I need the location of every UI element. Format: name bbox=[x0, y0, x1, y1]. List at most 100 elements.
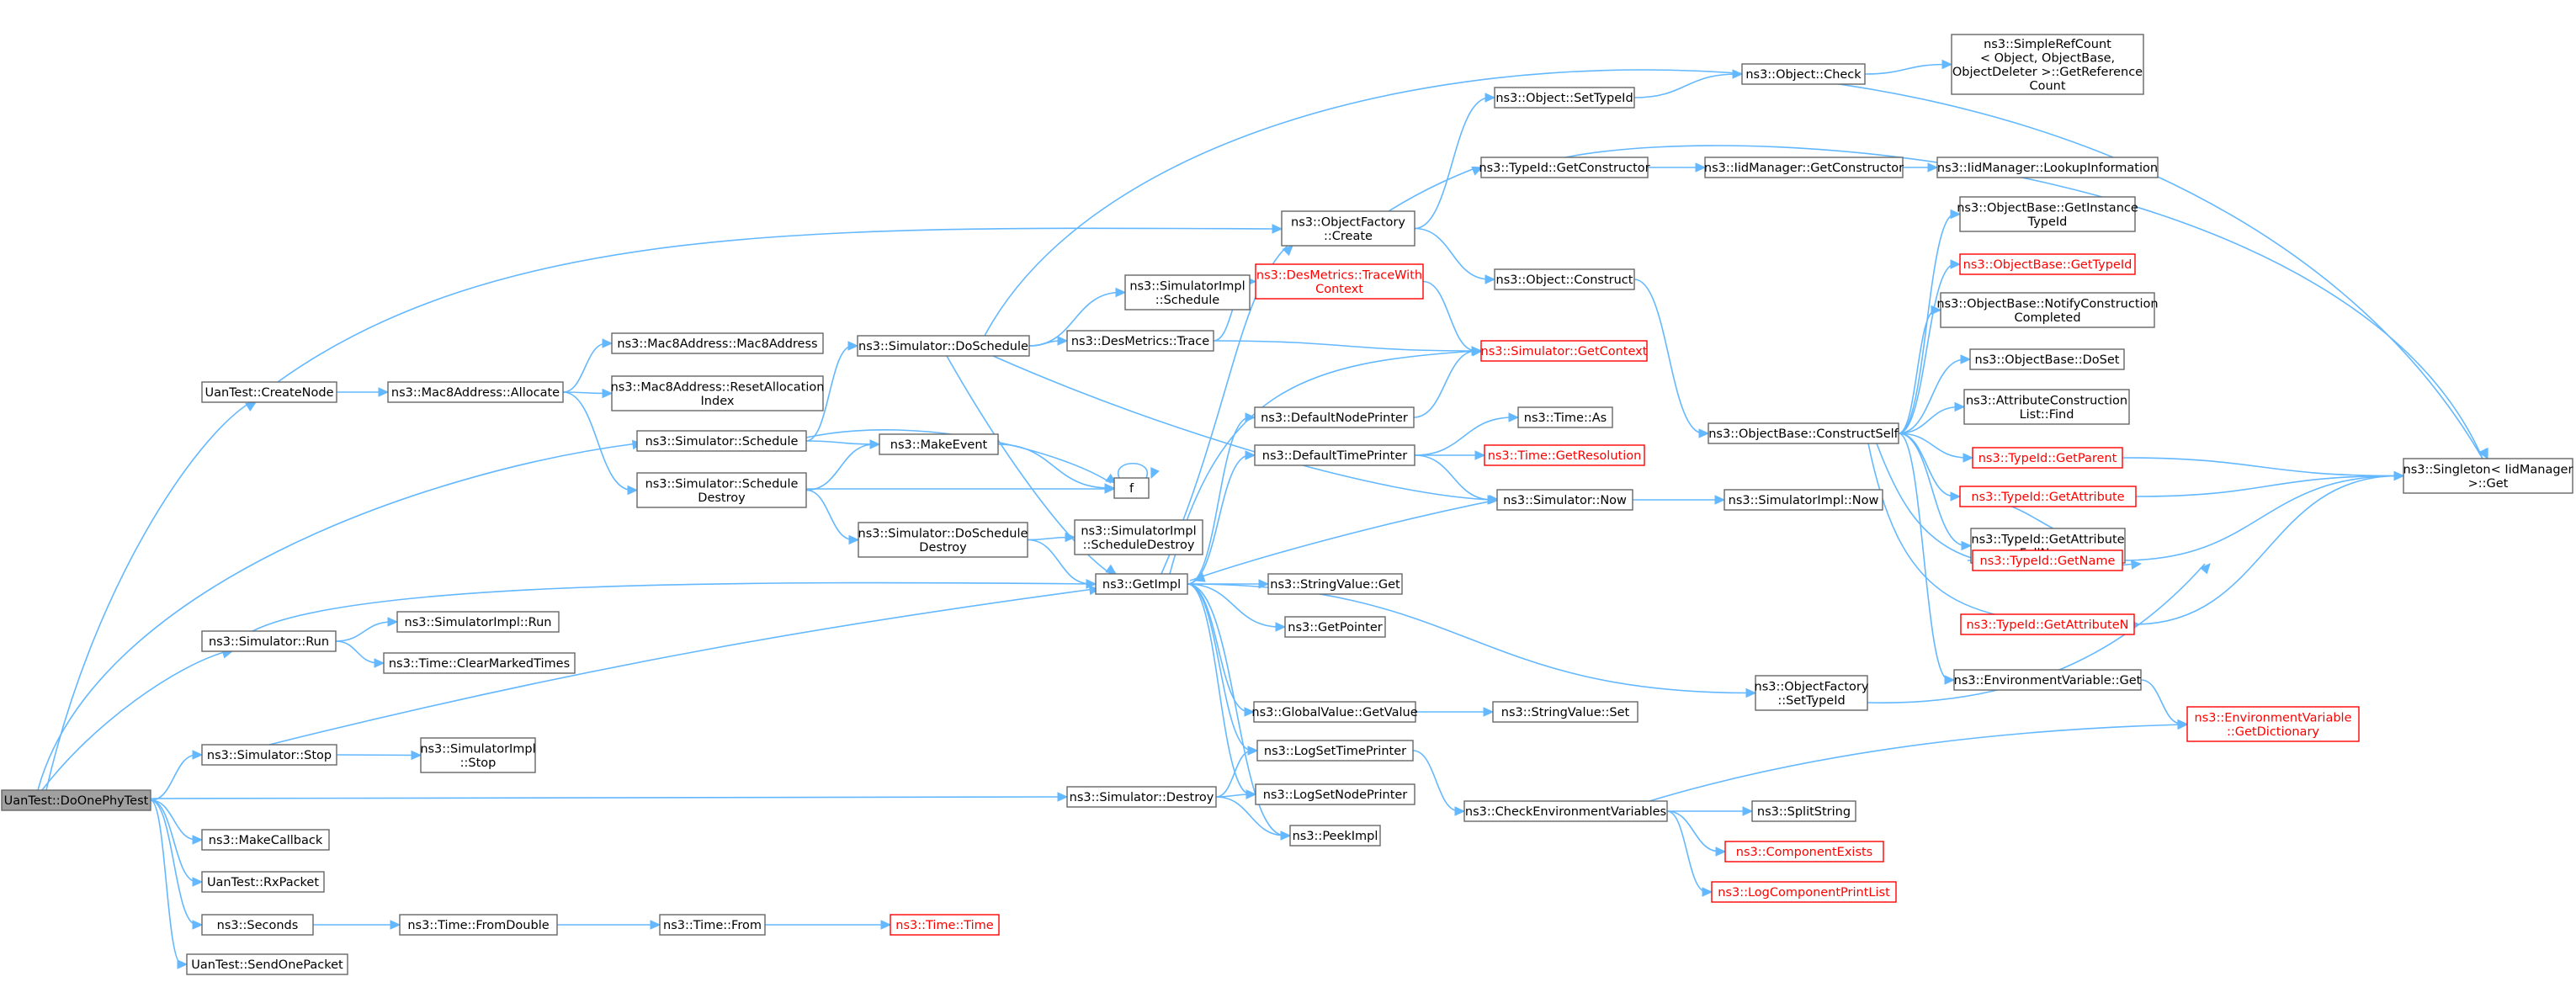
node-label: ns3::Object::Check bbox=[1745, 68, 1862, 82]
function-node-logCompPrintList[interactable]: ns3::LogComponentPrintList bbox=[1711, 881, 1897, 903]
arrowhead bbox=[411, 750, 422, 761]
function-node-objConstruct[interactable]: ns3::Object::Construct bbox=[1494, 268, 1635, 290]
edge-line bbox=[984, 69, 2483, 459]
function-node-simStop[interactable]: ns3::Simulator::Stop bbox=[201, 744, 337, 766]
call-edge-root-to-makeCallback bbox=[150, 799, 204, 845]
function-node-simScheduleDestroy[interactable]: ns3::Simulator::ScheduleDestroy bbox=[636, 472, 807, 508]
function-node-iidLookup[interactable]: ns3::IidManager::LookupInformation bbox=[1936, 157, 2159, 178]
function-node-splitString[interactable]: ns3::SplitString bbox=[1751, 800, 1856, 822]
function-node-objFactoryCreate[interactable]: ns3::ObjectFactory::Create bbox=[1281, 210, 1415, 247]
arrowhead bbox=[1950, 209, 1962, 220]
call-edge-root-to-rxPacket bbox=[150, 799, 204, 887]
function-node-logSetTime[interactable]: ns3::LogSetTimePrinter bbox=[1256, 740, 1414, 762]
function-node-simDoSchedule[interactable]: ns3::Simulator::DoSchedule bbox=[857, 335, 1030, 357]
function-node-objFactorySetTypeId[interactable]: ns3::ObjectFactory::SetTypeId bbox=[1755, 675, 1869, 711]
node-box bbox=[1704, 157, 1904, 178]
arrowhead bbox=[378, 387, 390, 397]
arrowhead bbox=[880, 920, 892, 930]
function-node-f[interactable]: f bbox=[1113, 477, 1150, 499]
call-edge-simDoSchedule-to-singletonGet bbox=[984, 69, 2488, 460]
function-node-typeIdGetCtor[interactable]: ns3::TypeId::GetConstructor bbox=[1479, 157, 1650, 178]
function-node-getPointer[interactable]: ns3::GetPointer bbox=[1284, 616, 1386, 638]
function-node-stringValueSet[interactable]: ns3::StringValue::Set bbox=[1492, 701, 1639, 723]
function-node-simImplNow[interactable]: ns3::SimulatorImpl::Now bbox=[1724, 489, 1883, 511]
call-edge-getImpl-to-objFactorySetTypeId bbox=[1187, 583, 1757, 698]
function-node-mac8Allocate[interactable]: ns3::Mac8Address::Allocate bbox=[387, 381, 564, 403]
function-node-objBaseDoSet[interactable]: ns3::ObjectBase::DoSet bbox=[1969, 348, 2125, 370]
call-edge-simDoSchedule-to-getImpl bbox=[946, 355, 1117, 575]
function-node-timeTime[interactable]: ns3::Time::Time bbox=[890, 914, 1000, 936]
function-node-makeCallback[interactable]: ns3::MakeCallback bbox=[201, 829, 330, 851]
edge-line bbox=[335, 640, 380, 664]
node-label: ns3::Time::As bbox=[1524, 411, 1607, 425]
function-node-timeFrom[interactable]: ns3::Time::From bbox=[659, 914, 766, 936]
function-node-fromDouble[interactable]: ns3::Time::FromDouble bbox=[399, 914, 558, 936]
function-node-objBaseGetTid[interactable]: ns3::ObjectBase::GetTypeId bbox=[1959, 253, 2136, 275]
function-node-objBaseNotify[interactable]: ns3::ObjectBase::NotifyConstructionCompl… bbox=[1936, 292, 2159, 328]
function-node-envVarGet[interactable]: ns3::EnvironmentVariable::Get bbox=[1953, 669, 2142, 691]
function-node-peekImpl[interactable]: ns3::PeekImpl bbox=[1289, 825, 1381, 847]
function-node-simpleRefCount[interactable]: ns3::SimpleRefCount< Object, ObjectBase,… bbox=[1951, 34, 2144, 95]
node-label: ns3::SimulatorImpl::Now bbox=[1729, 494, 1879, 507]
function-node-typeIdGetParent[interactable]: ns3::TypeId::GetParent bbox=[1972, 447, 2123, 469]
function-node-simNow[interactable]: ns3::Simulator::Now bbox=[1496, 489, 1633, 511]
function-node-timeAs[interactable]: ns3::Time::As bbox=[1517, 406, 1613, 428]
function-node-simRun[interactable]: ns3::Simulator::Run bbox=[201, 630, 337, 652]
function-node-sendOnePacket[interactable]: UanTest::SendOnePacket bbox=[186, 953, 348, 975]
function-node-componentExists[interactable]: ns3::ComponentExists bbox=[1724, 841, 1884, 863]
function-node-simImplSchedDestroy[interactable]: ns3::SimulatorImpl::ScheduleDestroy bbox=[1074, 519, 1203, 555]
function-node-objBaseConstructSelf[interactable]: ns3::ObjectBase::ConstructSelf bbox=[1708, 422, 1899, 444]
function-node-simImplRun[interactable]: ns3::SimulatorImpl::Run bbox=[396, 611, 560, 633]
arrowhead bbox=[1454, 806, 1466, 816]
call-edge-createNode-to-mac8Allocate bbox=[337, 387, 390, 397]
function-node-globalValueGet[interactable]: ns3::GlobalValue::GetValue bbox=[1251, 701, 1418, 723]
function-node-getImpl[interactable]: ns3::GetImpl bbox=[1095, 573, 1188, 595]
node-label: ns3::LogComponentPrintList bbox=[1718, 886, 1890, 900]
function-node-timeGetRes[interactable]: ns3::Time::GetResolution bbox=[1484, 444, 1645, 466]
function-node-singletonGet[interactable]: ns3::Singleton< IidManager>::Get bbox=[2403, 458, 2573, 494]
function-node-objCheck[interactable]: ns3::Object::Check bbox=[1741, 63, 1866, 85]
function-node-createNode[interactable]: UanTest::CreateNode bbox=[201, 381, 337, 403]
node-box bbox=[1254, 444, 1415, 466]
call-edge-checkEnv-to-componentExists bbox=[1666, 810, 1727, 857]
function-node-makeEvent[interactable]: ns3::MakeEvent bbox=[879, 433, 999, 455]
function-node-objSetTypeId[interactable]: ns3::Object::SetTypeId bbox=[1494, 87, 1635, 109]
arrowhead bbox=[602, 338, 613, 348]
edge-line bbox=[2133, 475, 2399, 625]
function-node-simDestroy[interactable]: ns3::Simulator::Destroy bbox=[1066, 786, 1217, 808]
function-node-mac8Ctor[interactable]: ns3::Mac8Address::Mac8Address bbox=[611, 332, 824, 354]
function-node-simSchedule[interactable]: ns3::Simulator::Schedule bbox=[636, 430, 807, 452]
function-node-envVarGetDict[interactable]: ns3::EnvironmentVariable::GetDictionary bbox=[2186, 706, 2360, 742]
function-node-simImplSchedule[interactable]: ns3::SimulatorImpl::Schedule bbox=[1124, 274, 1251, 311]
function-node-seconds[interactable]: ns3::Seconds bbox=[201, 914, 314, 936]
node-label: Destroy bbox=[919, 541, 967, 555]
function-node-typeIdGetAttr[interactable]: ns3::TypeId::GetAttribute bbox=[1959, 486, 2137, 507]
call-edge-root-to-simStop bbox=[150, 750, 204, 801]
node-box bbox=[1517, 406, 1613, 428]
function-node-typeIdGetName[interactable]: ns3::TypeId::GetName bbox=[1972, 549, 2123, 571]
node-label: ns3::DefaultTimePrinter bbox=[1262, 449, 1407, 463]
call-edge-simDoSchedule-to-desTrace bbox=[1028, 336, 1069, 347]
function-node-simImplStop[interactable]: ns3::SimulatorImpl::Stop bbox=[420, 737, 536, 773]
node-box bbox=[1284, 616, 1386, 638]
function-node-checkEnv[interactable]: ns3::CheckEnvironmentVariables bbox=[1463, 800, 1668, 822]
node-label: f bbox=[1129, 482, 1134, 496]
function-node-iidGetCtor[interactable]: ns3::IidManager::GetConstructor bbox=[1704, 157, 1904, 178]
function-node-simGetContext[interactable]: ns3::Simulator::GetContext bbox=[1480, 340, 1648, 362]
function-node-desTrace[interactable]: ns3::DesMetrics::Trace bbox=[1066, 330, 1214, 352]
function-node-defaultNodePrinter[interactable]: ns3::DefaultNodePrinter bbox=[1254, 406, 1415, 428]
function-node-typeIdGetAttrN[interactable]: ns3::TypeId::GetAttributeN bbox=[1960, 613, 2135, 635]
function-node-logSetNode[interactable]: ns3::LogSetNodePrinter bbox=[1255, 783, 1415, 805]
function-node-defaultTimePrinter[interactable]: ns3::DefaultTimePrinter bbox=[1254, 444, 1415, 466]
function-node-clearMarked[interactable]: ns3::Time::ClearMarkedTimes bbox=[383, 652, 576, 674]
function-node-stringValueGet[interactable]: ns3::StringValue::Get bbox=[1267, 573, 1403, 595]
function-node-rxPacket[interactable]: UanTest::RxPacket bbox=[201, 871, 325, 893]
node-box bbox=[1, 789, 151, 811]
call-edge-objFactoryCreate-to-objConstruct bbox=[1414, 227, 1496, 284]
edge-line bbox=[1027, 539, 1091, 585]
